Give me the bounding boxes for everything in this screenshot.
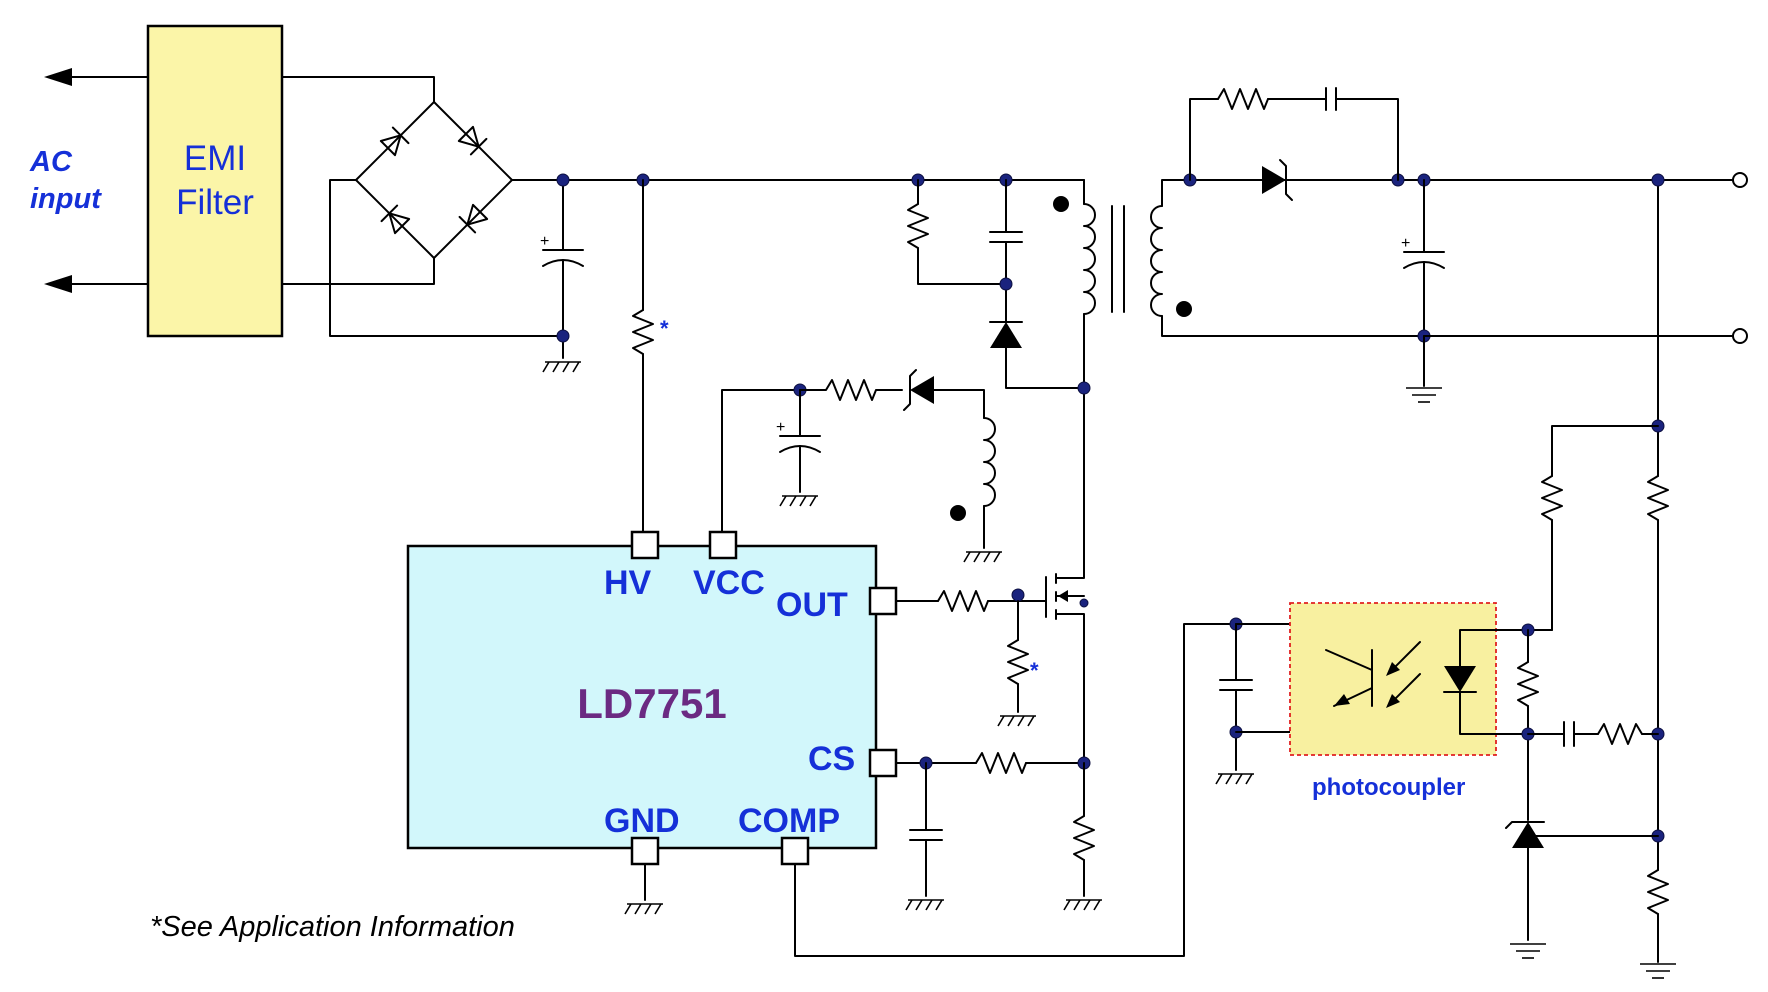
pin-gnd-label: GND <box>604 802 680 840</box>
bridge-rectifier <box>281 76 564 337</box>
pin-hv <box>630 530 660 560</box>
pin-hv-label: HV <box>604 564 652 602</box>
controller-ic: LD7751 HV VCC OUT CS GND COMP <box>406 530 898 866</box>
secondary-regulation <box>1505 173 1677 979</box>
ic-name-label: LD7751 <box>577 680 726 727</box>
photocoupler-label: photocoupler <box>1312 774 1465 801</box>
svg-text:+: + <box>1401 235 1410 252</box>
ac-input: AC input <box>29 68 149 293</box>
rcd-snubber <box>907 173 1085 389</box>
emi-filter-label-line2: Filter <box>176 183 254 222</box>
pin-out-label: OUT <box>776 586 848 624</box>
pin-vcc-label: VCC <box>693 564 765 602</box>
output-terminal-positive <box>1732 172 1748 188</box>
pin-vcc <box>708 530 738 560</box>
output-terminal-negative <box>1732 328 1748 344</box>
pin-comp <box>780 836 810 866</box>
hv-resistor-asterisk: * <box>660 316 669 341</box>
ac-input-label-line1: AC <box>29 146 73 178</box>
pin-gnd <box>630 836 660 866</box>
power-mosfet: * <box>895 559 1089 765</box>
svg-text:+: + <box>776 419 785 436</box>
ac-arrow-top-icon <box>44 68 72 86</box>
footnote: *See Application Information <box>150 911 515 943</box>
pin-comp-label: COMP <box>738 802 840 840</box>
transformer <box>1053 179 1425 561</box>
ac-arrow-bottom-icon <box>44 275 72 293</box>
vcc-aux-circuit: + <box>721 369 1003 563</box>
emi-filter-label-line1: EMI <box>184 139 246 178</box>
svg-text:+: + <box>540 233 549 250</box>
pin-cs-label: CS <box>808 740 855 778</box>
gate-resistor-asterisk: * <box>1030 658 1039 683</box>
emi-filter: EMI Filter <box>146 24 284 338</box>
pin-out <box>868 586 898 616</box>
ac-input-label-line2: input <box>30 183 102 215</box>
hv-rail: + * <box>511 173 1085 533</box>
pin-cs <box>868 748 898 778</box>
current-sense <box>895 752 1103 911</box>
photocoupler: photocoupler <box>1289 602 1529 801</box>
output-rectifier: + <box>1183 87 1748 403</box>
